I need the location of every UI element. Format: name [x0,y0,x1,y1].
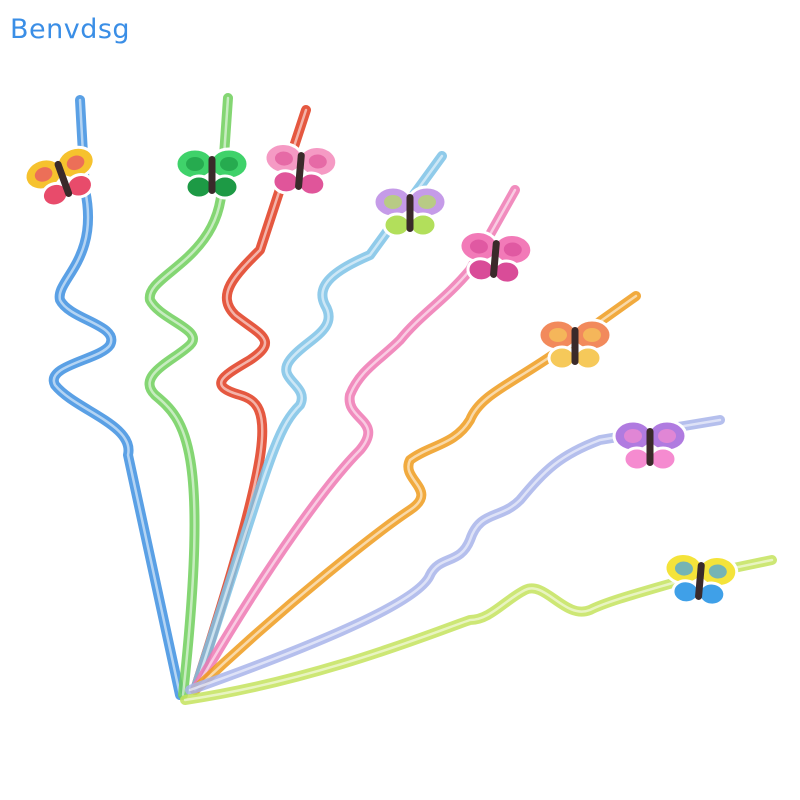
butterfly-charm [537,318,613,371]
watermark-text: Benvdsg [10,14,131,45]
butterfly-charm [263,142,339,197]
straw [185,415,725,695]
butterfly-charm [458,230,534,285]
butterfly-charm [174,147,250,200]
straw [144,93,233,700]
straw [190,151,447,695]
butterfly-charm [663,552,739,607]
straw [190,185,520,695]
straw [190,105,311,695]
butterfly-charm [23,145,96,208]
straw [48,95,185,700]
straw [190,291,641,695]
straw [180,555,777,705]
butterfly-charm [612,419,688,472]
butterfly-charm [372,185,448,238]
